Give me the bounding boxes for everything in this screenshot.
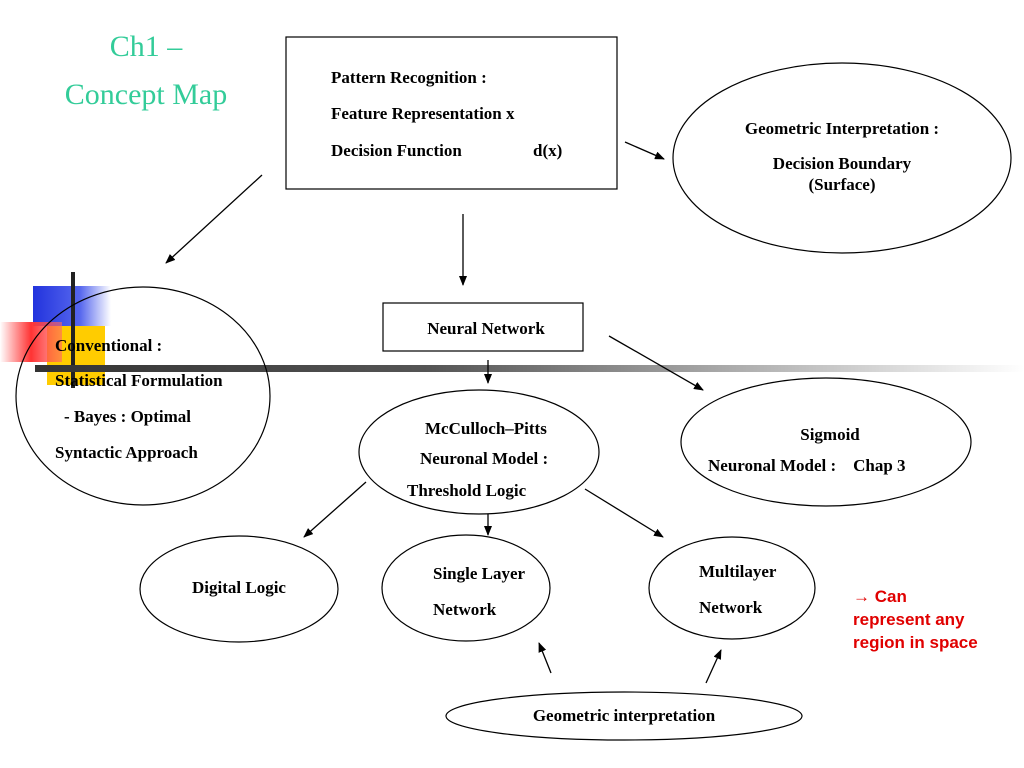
digital-logic-ellipse [139, 535, 339, 643]
neural-network-box [382, 302, 584, 352]
multilayer-network-label: Network [699, 598, 763, 617]
pattern-recognition-box [285, 36, 618, 190]
surface-label: (Surface) [808, 175, 876, 194]
region-note-line2: represent any [853, 610, 965, 629]
arrow-to-digital-logic [303, 481, 367, 538]
single-layer-network-label: Network [433, 600, 497, 619]
geometric-interpretation-bottom-label: Geometric interpretation [532, 706, 716, 725]
digital-logic-label: Digital Logic [192, 578, 286, 597]
decision-function-symbol: d(x) [533, 141, 563, 160]
deco-horizontal-bar [35, 365, 1024, 372]
page-title-line2: Concept Map [64, 78, 228, 111]
statistical-formulation-label: Statistical Formulation [55, 371, 223, 390]
pattern-recognition-label: Pattern Recognition : [331, 68, 487, 87]
sigmoid-label: Sigmoid [800, 425, 860, 444]
deco-vertical-bar [71, 272, 75, 388]
threshold-logic-label: Threshold Logic [407, 481, 527, 500]
arrow-geometric-to-multi [705, 649, 722, 684]
region-note: → Can represent any region in space [853, 585, 978, 654]
page-title: Ch1 – Concept Map [26, 30, 266, 112]
sigmoid-ellipse [680, 377, 972, 507]
arrow-to-multilayer [584, 488, 664, 538]
arrow-to-geometric [624, 141, 665, 160]
page-title-line1: Ch1 – [109, 30, 183, 63]
single-layer-ellipse [381, 534, 551, 642]
arrow-geometric-to-single [538, 642, 552, 674]
feature-representation-label: Feature Representation x [331, 104, 515, 123]
arrow-to-conventional [165, 174, 263, 264]
decision-boundary-label: Decision Boundary [772, 154, 912, 173]
sigmoid-neuronal-model-label: Neuronal Model : Chap 3 [708, 456, 906, 475]
region-note-line1: → Can [853, 587, 907, 606]
conventional-ellipse [15, 286, 271, 506]
multilayer-label: Multilayer [699, 562, 777, 581]
syntactic-approach-label: Syntactic Approach [55, 443, 198, 462]
bayes-optimal-label: - Bayes : Optimal [64, 407, 192, 426]
neural-network-label: Neural Network [427, 319, 545, 338]
multilayer-ellipse [648, 536, 816, 640]
geometric-interpretation-label: Geometric Interpretation : [744, 119, 940, 138]
region-note-line3: region in space [853, 633, 978, 652]
arrow-to-sigmoid [608, 335, 704, 391]
geometric-bottom-ellipse [445, 691, 803, 741]
mcculloch-pitts-ellipse [358, 389, 600, 515]
mcculloch-pitts-label: McCulloch–Pitts [425, 419, 547, 438]
conventional-label: Conventional : [55, 336, 163, 355]
single-layer-label: Single Layer [433, 564, 526, 583]
deco-red-square [0, 322, 62, 362]
neuronal-model-label: Neuronal Model : [420, 449, 549, 468]
geometric-interpretation-ellipse [672, 62, 1012, 254]
decision-function-label: Decision Function [331, 141, 462, 160]
